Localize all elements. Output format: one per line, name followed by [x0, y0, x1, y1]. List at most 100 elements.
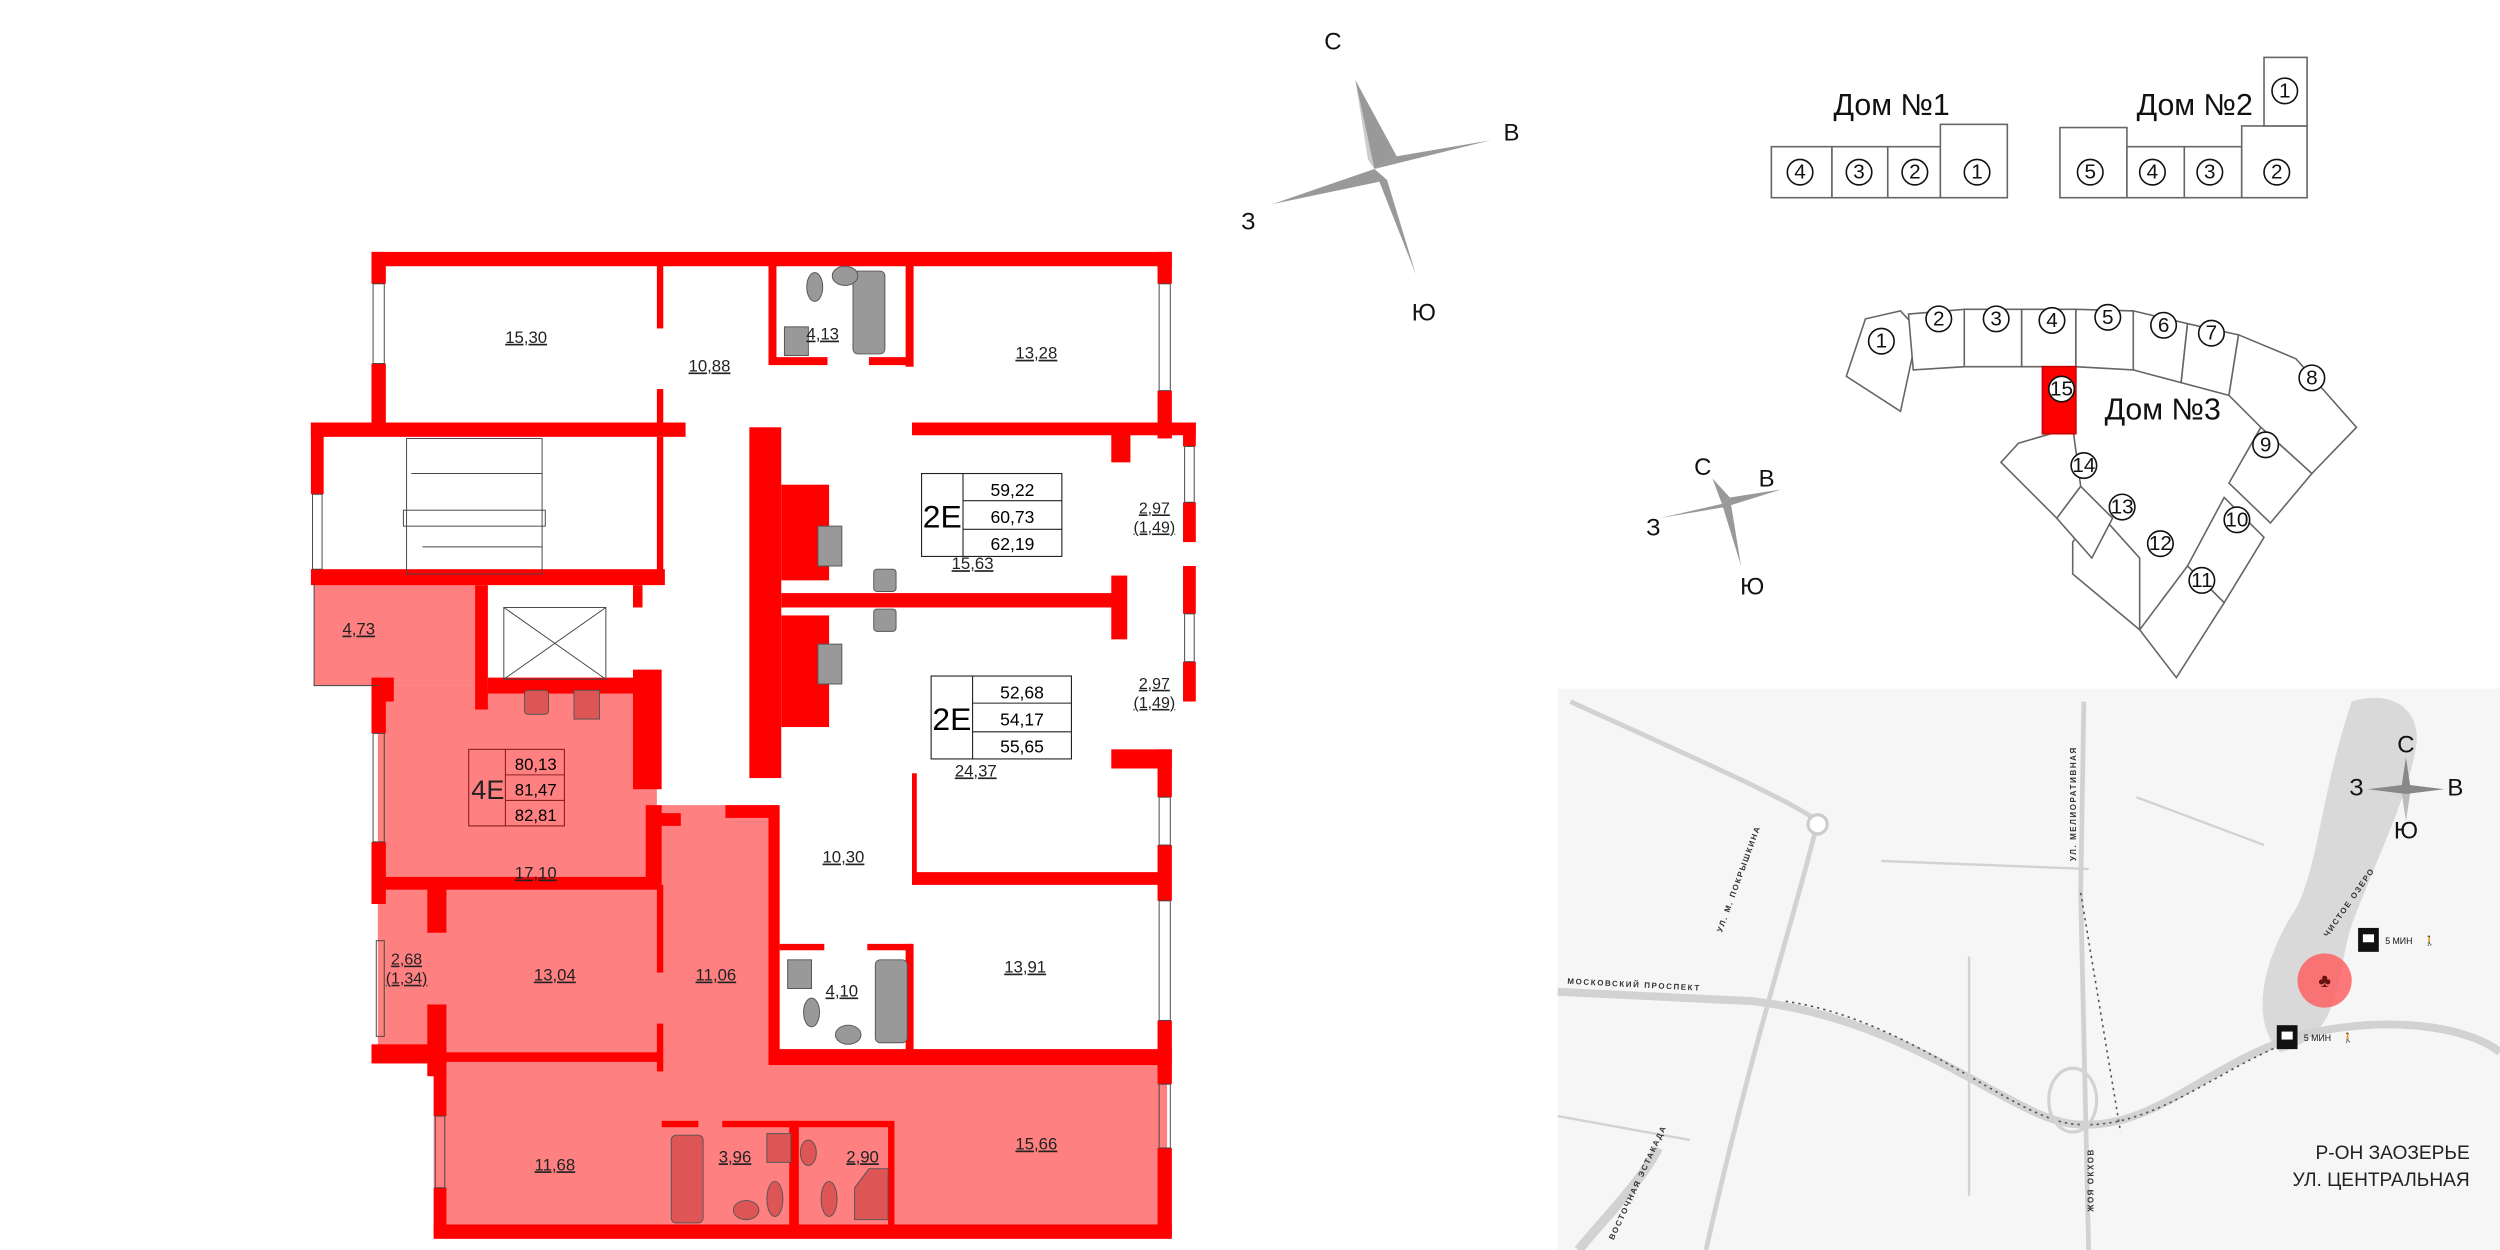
section-number[interactable]: 1 — [1971, 161, 1983, 184]
compass-south: Ю — [2394, 818, 2418, 845]
walking-person-icon: 🚶 — [2342, 1032, 2354, 1044]
section-number[interactable]: 1 — [1876, 330, 1888, 353]
stove-icon — [817, 525, 843, 567]
room-area: 15,30 — [505, 328, 547, 347]
site-plan: Дом №1 4 3 2 1 5 4 3 2 1 Дом №2 — [1646, 56, 2358, 680]
washer-icon — [766, 1133, 792, 1163]
section-number[interactable]: 4 — [2147, 161, 2159, 184]
apartment-type: 2E — [932, 701, 971, 737]
compass-north: С — [1324, 28, 1341, 55]
room-area: 17,10 — [515, 864, 557, 883]
walking-person-icon: 🚶 — [2423, 935, 2435, 947]
area-with-balcony: 81,47 — [515, 781, 557, 800]
room-area: 13,04 — [534, 966, 576, 985]
room-area: 15,66 — [1015, 1135, 1057, 1154]
room-area: 13,91 — [1004, 958, 1046, 977]
section-number[interactable]: 11 — [2191, 569, 2213, 592]
compass-south: Ю — [1740, 574, 1764, 601]
washbasin-icon — [834, 1024, 862, 1045]
compass-west: З — [1646, 515, 1660, 542]
section-number[interactable]: 7 — [2206, 322, 2218, 345]
district-label: Р-ОН ЗАОЗЕРЬЕ — [2315, 1143, 2469, 1164]
apartment-label-2e-top: 2E 59,22 60,73 62,19 — [920, 472, 1063, 557]
washbasin-icon — [732, 1200, 760, 1221]
sink-icon — [873, 568, 897, 592]
section-number[interactable]: 4 — [1794, 161, 1806, 184]
walk-time: 5 МИН — [2304, 1033, 2331, 1043]
compass-west: З — [1241, 209, 1255, 236]
toilet-icon — [820, 1180, 838, 1217]
room-area: 4,73 — [342, 620, 375, 639]
room-area: 10,30 — [822, 848, 864, 867]
staircase — [402, 437, 546, 575]
project-location-marker[interactable] — [2297, 953, 2352, 1008]
section-number[interactable]: 5 — [2084, 161, 2096, 184]
washbasin-icon — [799, 1139, 817, 1166]
balcony-area: 2,97 — [1139, 500, 1170, 517]
small-compass-rose: С В З Ю — [1646, 454, 1781, 601]
room-area: 13,28 — [1015, 344, 1057, 363]
lake — [2262, 697, 2417, 1053]
apartment-label-4e: 4E 80,13 81,47 82,81 — [468, 748, 565, 827]
area-full: 62,19 — [991, 534, 1035, 554]
section-number[interactable]: 3 — [2204, 161, 2216, 184]
compass-north: С — [1694, 454, 1711, 481]
windows — [312, 283, 1195, 1189]
balcony-reduced-area: (1,49) — [1134, 695, 1176, 712]
area-with-balcony: 54,17 — [1000, 709, 1044, 729]
apartment-type: 4E — [471, 774, 504, 805]
section-number[interactable]: 2 — [1933, 307, 1945, 330]
bus-stop-2: 5 МИН 🚶 — [2276, 1025, 2354, 1050]
house-2: 5 4 3 2 1 — [2059, 56, 2308, 199]
section-number[interactable]: 3 — [1990, 307, 2002, 330]
washer-icon — [787, 959, 813, 989]
apartment-4e-highlight[interactable] — [314, 583, 1168, 1230]
bathtub-icon — [852, 270, 886, 355]
washbasin-icon — [831, 265, 859, 286]
area-total: 52,68 — [1000, 682, 1044, 702]
section-number[interactable]: 4 — [2046, 309, 2058, 332]
tree-logo-icon: ♣ — [2318, 971, 2331, 992]
balcony-area: 2,97 — [1139, 676, 1170, 693]
bathtub-icon — [670, 1134, 704, 1224]
stove-icon — [817, 643, 843, 685]
section-number[interactable]: 1 — [2279, 79, 2291, 102]
area-full: 82,81 — [515, 806, 557, 825]
area-total: 59,22 — [991, 480, 1035, 500]
section-number[interactable]: 3 — [1853, 161, 1865, 184]
sink-icon — [873, 608, 897, 632]
elevator-shaft — [503, 606, 607, 680]
balcony-area: 2,68 — [391, 952, 422, 969]
apartment-label-2e-bottom: 2E 52,68 54,17 55,65 — [930, 675, 1072, 760]
street-address-label: УЛ. ЦЕНТРАЛЬНАЯ — [2292, 1170, 2469, 1191]
section-number[interactable]: 13 — [2111, 496, 2134, 519]
balcony-reduced-area: (1,49) — [1134, 520, 1176, 537]
shower-icon — [854, 1168, 889, 1221]
house-1: 4 3 2 1 — [1770, 123, 2009, 199]
house-3-title: Дом №3 — [2105, 393, 2221, 426]
stove-icon — [573, 689, 600, 720]
room-area: 24,37 — [955, 761, 997, 780]
section-number[interactable]: 9 — [2260, 433, 2272, 456]
balcony-reduced-area: (1,34) — [386, 971, 428, 988]
walls — [310, 251, 1196, 1239]
selected-section-number[interactable]: 15 — [2050, 378, 2073, 401]
section-number[interactable]: 2 — [2271, 161, 2283, 184]
area-total: 80,13 — [515, 755, 557, 774]
room-area: 11,06 — [696, 966, 737, 985]
section-number[interactable]: 5 — [2102, 306, 2114, 329]
compass-east: В — [1759, 465, 1775, 492]
bathtub-icon — [874, 959, 908, 1044]
compass-south: Ю — [1412, 299, 1436, 326]
section-number[interactable]: 14 — [2072, 454, 2095, 477]
section-number[interactable]: 8 — [2306, 366, 2318, 389]
room-area: 10,88 — [689, 356, 731, 375]
location-map[interactable]: МОСКОВСКИЙ ПРОСПЕКТ УЛ. МЕЛИОРАТИВНАЯ УЛ… — [1557, 688, 2500, 1250]
compass-east: В — [1504, 119, 1520, 146]
section-number[interactable]: 10 — [2225, 508, 2248, 531]
section-number[interactable]: 6 — [2158, 314, 2170, 337]
bus-stop-1: 5 МИН 🚶 — [2358, 927, 2435, 952]
section-number[interactable]: 12 — [2149, 532, 2172, 555]
section-number[interactable]: 2 — [1909, 161, 1921, 184]
